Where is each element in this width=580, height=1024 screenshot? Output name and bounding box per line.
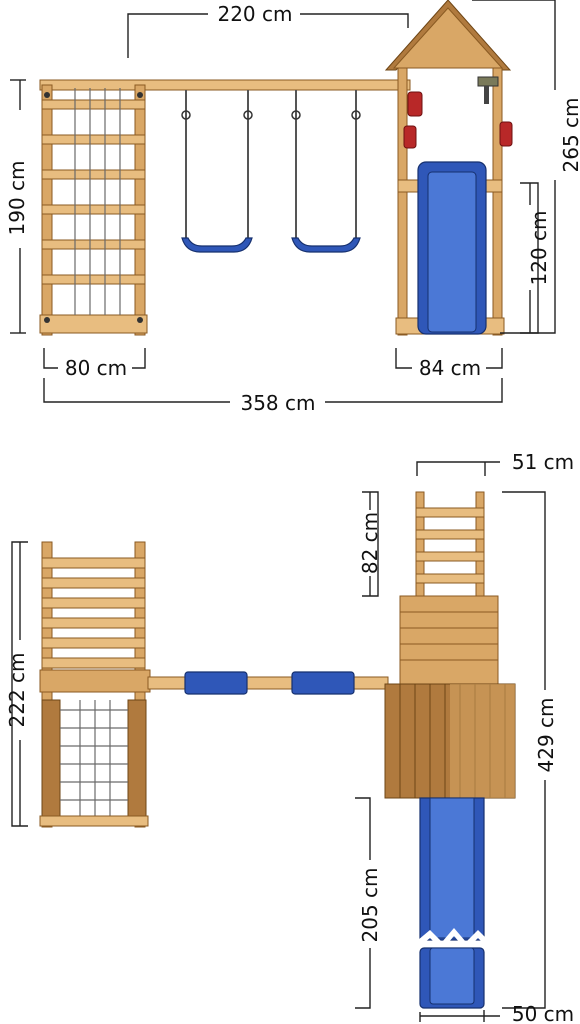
swing-beam (39, 79, 411, 91)
dim-platform-height: 120 cm (527, 210, 551, 285)
swing-seat-1 (181, 90, 253, 253)
climbing-rungs (41, 99, 146, 285)
top-rungs (41, 557, 146, 669)
dim-slide-length: 205 cm (358, 867, 382, 942)
dim-beam-span: 220 cm (217, 2, 292, 26)
dim-ladder-width: 51 cm (512, 450, 574, 474)
dim-slide-width: 50 cm (512, 1002, 574, 1024)
climbing-net (74, 88, 121, 315)
top-net (60, 700, 128, 822)
dim-tower-width: 84 cm (419, 356, 481, 380)
top-slide (418, 797, 488, 1009)
swing-seat-2 (291, 90, 361, 253)
top-swing-seat-1 (184, 671, 248, 695)
dim-climbing-frame-height: 190 cm (5, 160, 29, 235)
slide (417, 161, 487, 335)
dim-total-height: 265 cm (559, 97, 580, 172)
dim-ladder-length: 82 cm (358, 512, 382, 574)
front-view: 220 cm 265 cm 190 cm 120 cm 80 cm 84 cm … (5, 0, 580, 415)
dim-climbing-frame-depth: 222 cm (5, 652, 29, 727)
dimension-lines-front (10, 0, 556, 403)
dim-total-length: 429 cm (534, 697, 558, 772)
top-tower-platform (384, 595, 516, 799)
top-tower-ladder (415, 491, 485, 597)
tower-handles (403, 91, 513, 149)
dim-total-width: 358 cm (240, 391, 315, 415)
dim-climbing-frame-width: 80 cm (65, 356, 127, 380)
dimension-lines-top (11, 461, 546, 1022)
top-climbing-frame (39, 541, 151, 828)
top-swing-seat-2 (291, 671, 355, 695)
telescope (477, 76, 499, 104)
climbing-frame (39, 84, 148, 336)
top-view: 51 cm 82 cm 222 cm 429 cm 205 cm 50 cm (5, 450, 574, 1024)
